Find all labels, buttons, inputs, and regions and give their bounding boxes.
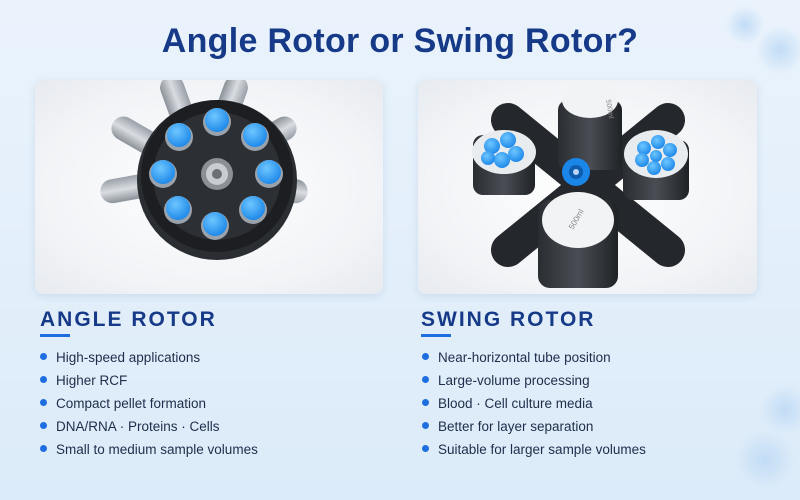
background-bubble <box>755 25 800 75</box>
feature-text: Large-volume processing <box>438 373 590 388</box>
bucket-label-top: 500ml <box>604 99 614 119</box>
bullet-icon <box>40 376 47 383</box>
bullet-icon <box>422 399 429 406</box>
feature-text: Near-horizontal tube position <box>438 350 611 365</box>
list-item: Small to medium sample volumes <box>38 441 258 464</box>
page-title: Angle Rotor or Swing Rotor? <box>161 22 639 60</box>
angle-heading-underline <box>40 334 70 337</box>
list-item: Compact pellet formation <box>38 395 258 418</box>
list-item: Large-volume processing <box>420 372 646 395</box>
feature-text: Higher RCF <box>56 373 128 388</box>
angle-rotor-features: High-speed applications Higher RCF Compa… <box>38 349 258 464</box>
angle-rotor-image <box>35 80 383 294</box>
feature-text: Small to medium sample volumes <box>56 442 258 457</box>
background-bubble <box>735 430 795 490</box>
list-item: Higher RCF <box>38 372 258 395</box>
swing-rotor-image: 500ml 500ml <box>418 80 757 294</box>
feature-text: DNA/RNA · Proteins · Cells <box>56 419 220 434</box>
list-item: Blood · Cell culture media <box>420 395 646 418</box>
bullet-icon <box>40 353 47 360</box>
bullet-icon <box>40 422 47 429</box>
bullet-icon <box>40 445 47 452</box>
bullet-icon <box>422 353 429 360</box>
feature-text: Better for layer separation <box>438 419 594 434</box>
list-item: High-speed applications <box>38 349 258 372</box>
feature-text: High-speed applications <box>56 350 201 365</box>
feature-text: Suitable for larger sample volumes <box>438 442 646 457</box>
fixed-angle-rotor-icon <box>100 80 308 260</box>
feature-text: Blood · Cell culture media <box>438 396 593 411</box>
background-bubble <box>760 385 800 435</box>
list-item: Near-horizontal tube position <box>420 349 646 372</box>
swing-bucket-rotor-icon: 500ml 500ml <box>472 82 689 288</box>
bullet-icon <box>422 422 429 429</box>
bullet-icon <box>40 399 47 406</box>
swing-rotor-heading: SWING ROTOR <box>421 308 596 331</box>
bullet-icon <box>422 445 429 452</box>
bullet-icon <box>422 376 429 383</box>
angle-rotor-heading: ANGLE ROTOR <box>40 308 217 331</box>
swing-rotor-features: Near-horizontal tube position Large-volu… <box>420 349 646 464</box>
swing-heading-underline <box>421 334 451 337</box>
list-item: Better for layer separation <box>420 418 646 441</box>
list-item: Suitable for larger sample volumes <box>420 441 646 464</box>
list-item: DNA/RNA · Proteins · Cells <box>38 418 258 441</box>
feature-text: Compact pellet formation <box>56 396 207 411</box>
